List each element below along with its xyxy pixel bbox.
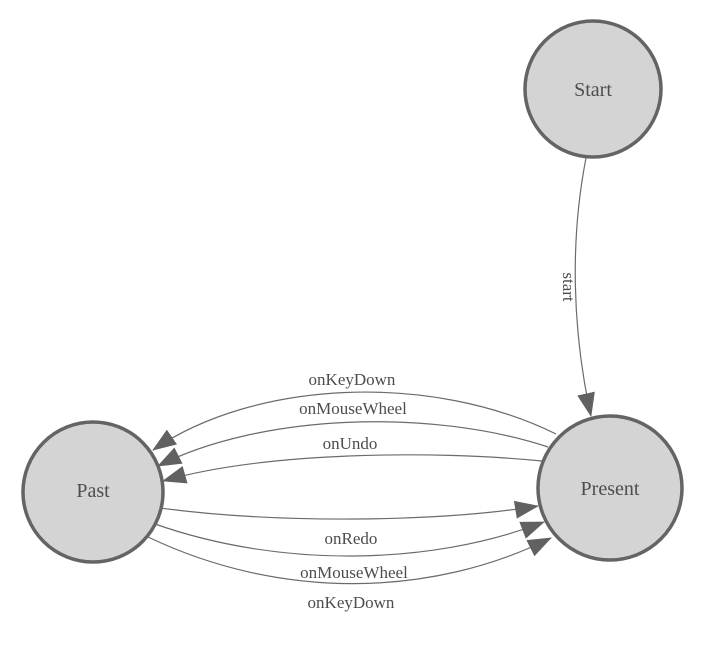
edge-past-to-present-onmousewheel[interactable]: onMouseWheel	[154, 521, 545, 582]
edge-line-onkeydown-top[interactable]	[152, 391, 557, 451]
edge-past-to-present-onredo[interactable]: onRedo	[159, 500, 539, 548]
edge-label-onkeydown-top: onKeyDown	[309, 370, 396, 389]
edge-present-to-past-onkeydown[interactable]: onKeyDown	[152, 370, 557, 451]
edge-line-onredo[interactable]	[159, 500, 539, 520]
edge-label-start: start	[559, 272, 578, 302]
edge-start-to-present[interactable]: start	[559, 157, 595, 417]
state-circle-start[interactable]	[523, 19, 663, 159]
state-label-start: Start	[574, 79, 612, 101]
edge-line-onundo[interactable]	[162, 454, 543, 484]
edge-label-onkeydown-bottom: onKeyDown	[308, 593, 395, 612]
state-circle-present[interactable]	[536, 414, 684, 562]
edge-present-to-past-onundo[interactable]: onUndo	[162, 434, 543, 484]
state-node-start[interactable]: Start	[523, 19, 663, 159]
edge-label-onredo: onRedo	[325, 529, 378, 548]
edge-line-start[interactable]	[574, 157, 595, 417]
state-circle-past[interactable]	[21, 420, 165, 564]
edge-line-onmousewheel-bottom[interactable]	[154, 521, 545, 557]
edge-line-onkeydown-bottom[interactable]	[147, 536, 552, 585]
edge-label-onmousewheel-bottom: onMouseWheel	[300, 563, 408, 582]
state-node-present[interactable]: Present	[536, 414, 684, 562]
edge-present-to-past-onmousewheel[interactable]: onMouseWheel	[157, 399, 549, 467]
edge-past-to-present-onkeydown[interactable]: onKeyDown	[147, 536, 552, 612]
edge-line-onmousewheel-top[interactable]	[157, 421, 549, 467]
state-label-present: Present	[581, 478, 640, 500]
state-node-past[interactable]: Past	[21, 420, 165, 564]
edge-label-onundo: onUndo	[323, 434, 378, 453]
edge-label-onmousewheel-top: onMouseWheel	[299, 399, 407, 418]
state-label-past: Past	[76, 480, 110, 502]
